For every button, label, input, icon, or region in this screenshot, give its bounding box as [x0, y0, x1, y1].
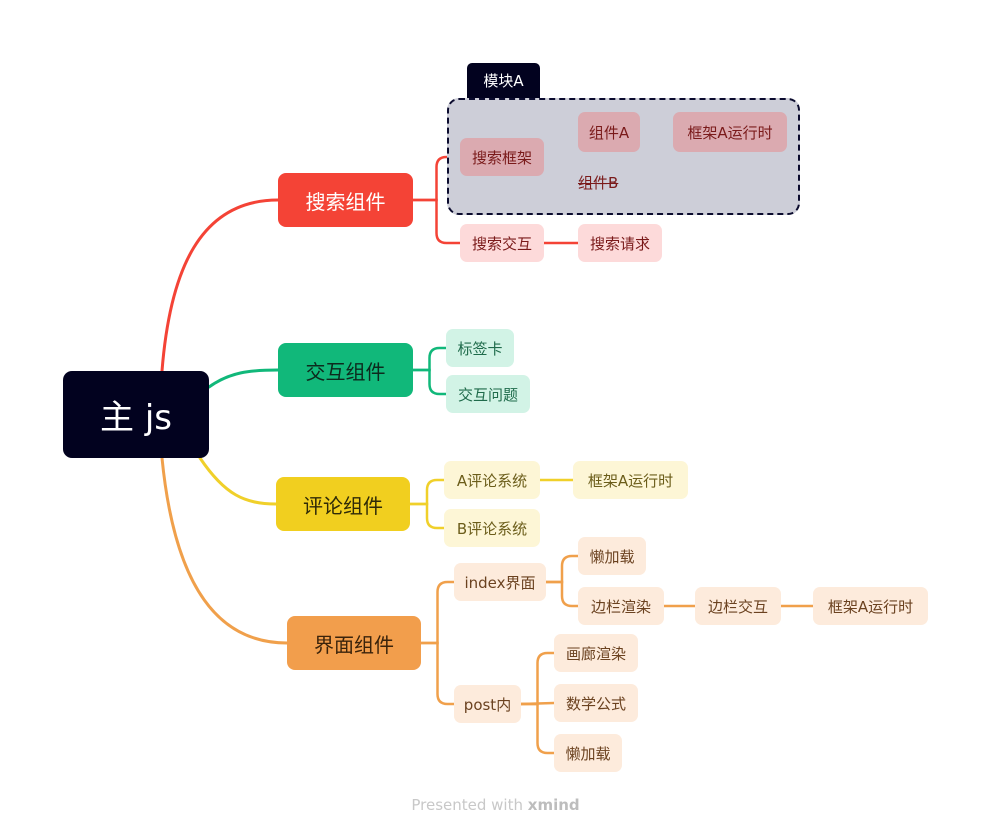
subtopic-ui-0-1-0-label: 边栏交互 — [707, 597, 768, 616]
subtopic-comment-0-label: A评论系统 — [456, 471, 528, 490]
connector-ui-0 — [419, 580, 456, 645]
footer-credit: Presented with xmind — [0, 796, 991, 814]
subtopic-search-1-label: 搜索交互 — [471, 234, 532, 253]
subtopic-interact-0-label: 标签卡 — [457, 339, 503, 358]
subtopic-comment-0-0-label: 框架A运行时 — [587, 471, 674, 490]
subtopic-ui-1-1[interactable]: 数学公式 — [554, 684, 638, 722]
main-topic-interact[interactable]: 交互组件 — [278, 343, 413, 397]
subtopic-comment-0-0[interactable]: 框架A运行时 — [573, 461, 688, 499]
subtopic-search-1[interactable]: 搜索交互 — [460, 224, 544, 262]
main-topic-comment[interactable]: 评论组件 — [276, 477, 410, 531]
main-topic-ui-label: 界面组件 — [314, 632, 394, 657]
connector-ui-1-0 — [519, 651, 556, 706]
connector-root-comment — [198, 456, 278, 506]
subtopic-ui-0-0-label: 懒加载 — [589, 547, 635, 566]
subtopic-ui-0-1-0[interactable]: 边栏交互 — [695, 587, 781, 625]
connector-search-0 — [411, 155, 462, 202]
subtopic-search-0[interactable]: 搜索框架 — [460, 138, 544, 176]
connector-interact-0 — [411, 346, 448, 372]
subtopic-ui-1-label: post内 — [463, 695, 512, 714]
subtopic-ui-0-label: index界面 — [464, 573, 536, 592]
footer-prefix: Presented with — [411, 796, 523, 814]
subtopic-ui-1-0[interactable]: 画廊渲染 — [554, 634, 638, 672]
subtopic-comment-1[interactable]: B评论系统 — [444, 509, 540, 547]
main-topic-ui[interactable]: 界面组件 — [287, 616, 421, 670]
main-topic-comment-label: 评论组件 — [303, 493, 383, 518]
subtopic-comment-0[interactable]: A评论系统 — [444, 461, 540, 499]
connector-comment-0 — [408, 478, 446, 506]
subtopic-search-0-label: 搜索框架 — [471, 148, 532, 167]
subtopic-search-0-0-label: 组件A — [588, 123, 630, 142]
connector-interact-1 — [411, 368, 448, 396]
subtopic-search-1-0-label: 搜索请求 — [589, 234, 650, 253]
subtopic-ui-0-0[interactable]: 懒加载 — [578, 537, 646, 575]
subtopic-ui-0-1-0-0[interactable]: 框架A运行时 — [813, 587, 928, 625]
subtopic-search-0-0-0-label: 框架A运行时 — [687, 123, 773, 142]
subtopic-ui-1-2-label: 懒加载 — [565, 744, 611, 763]
subtopic-search-1-0[interactable]: 搜索请求 — [578, 224, 662, 262]
main-topic-interact-label: 交互组件 — [305, 359, 386, 384]
main-topic-search-label: 搜索组件 — [305, 189, 386, 214]
root-topic[interactable]: 主 js — [63, 371, 209, 458]
subtopic-interact-1[interactable]: 交互问题 — [446, 375, 530, 413]
connector-root-interact — [207, 368, 280, 389]
subtopic-search-0-1-label: 组件B — [578, 173, 619, 192]
subtopic-search-0-0[interactable]: 组件A — [578, 112, 640, 152]
connector-ui-0-1 — [544, 580, 580, 608]
subtopic-ui-0[interactable]: index界面 — [454, 563, 546, 601]
subtopic-interact-0[interactable]: 标签卡 — [446, 329, 514, 367]
boundary-title[interactable]: 模块A — [467, 63, 540, 98]
subtopic-ui-0-1-label: 边栏渲染 — [590, 597, 651, 616]
root-topic-label: 主 js — [100, 398, 172, 438]
subtopic-ui-1-1-label: 数学公式 — [565, 694, 626, 713]
connector-ui-1 — [419, 641, 456, 706]
subtopic-ui-1-0-label: 画廊渲染 — [565, 644, 626, 663]
subtopic-comment-1-label: B评论系统 — [456, 519, 528, 538]
connector-ui-0-0 — [544, 554, 580, 584]
main-topic-search[interactable]: 搜索组件 — [278, 173, 413, 227]
connector-root-ui — [160, 456, 289, 645]
connector-ui-1-2 — [519, 702, 556, 755]
subtopic-ui-1-2[interactable]: 懒加载 — [554, 734, 622, 772]
subtopic-interact-1-label: 交互问题 — [457, 385, 518, 404]
subtopic-ui-0-1[interactable]: 边栏渲染 — [578, 587, 664, 625]
connector-root-search — [160, 198, 280, 373]
connector-comment-1 — [408, 502, 446, 530]
subtopic-ui-1[interactable]: post内 — [454, 685, 521, 723]
subtopic-ui-0-1-0-0-label: 框架A运行时 — [827, 597, 914, 616]
subtopic-search-0-0-0[interactable]: 框架A运行时 — [673, 112, 787, 152]
subtopic-search-0-1[interactable]: 组件B — [578, 168, 636, 196]
footer-brand: xmind — [527, 796, 580, 814]
connector-search-1 — [411, 198, 462, 245]
